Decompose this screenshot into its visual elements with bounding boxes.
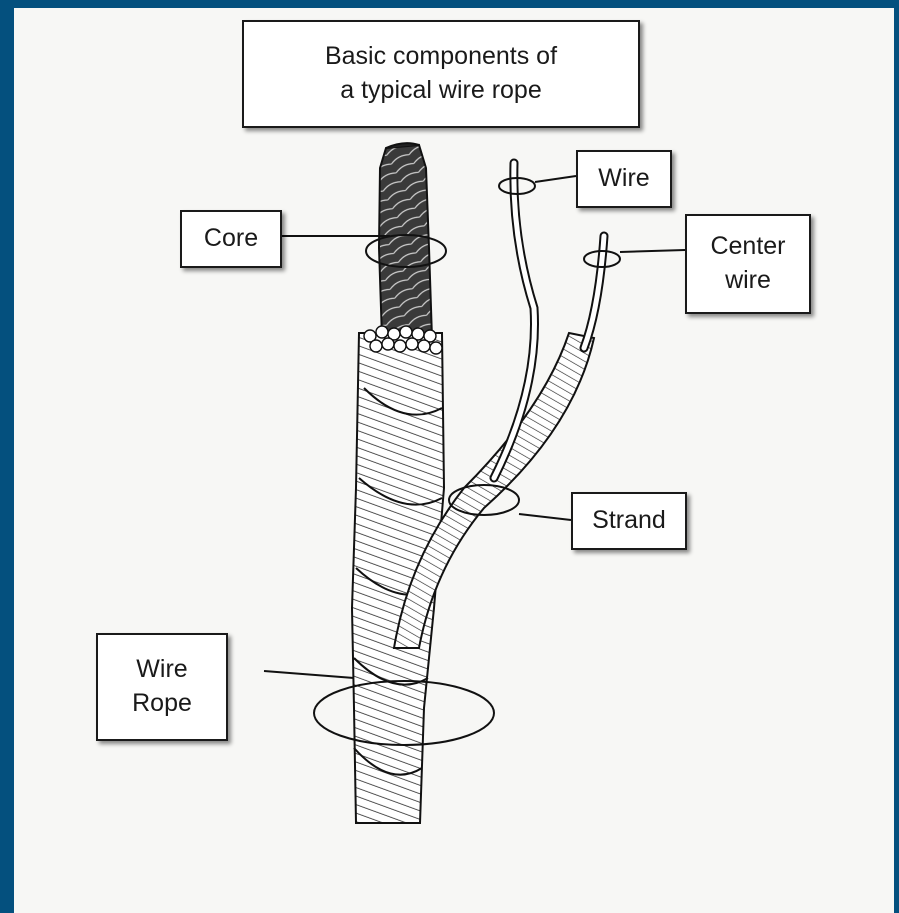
label-center-wire: Center wire	[685, 214, 811, 314]
diagram-canvas: Basic components of a typical wire rope …	[14, 8, 894, 913]
label-strand: Strand	[571, 492, 687, 550]
label-wire: Wire	[576, 150, 672, 208]
leader-lines	[264, 176, 685, 745]
label-wire-rope: Wire Rope	[96, 633, 228, 741]
diagram-title: Basic components of a typical wire rope	[242, 20, 640, 128]
wire-rope-illustration	[14, 8, 894, 913]
core-illustration	[379, 143, 432, 338]
label-core: Core	[180, 210, 282, 268]
